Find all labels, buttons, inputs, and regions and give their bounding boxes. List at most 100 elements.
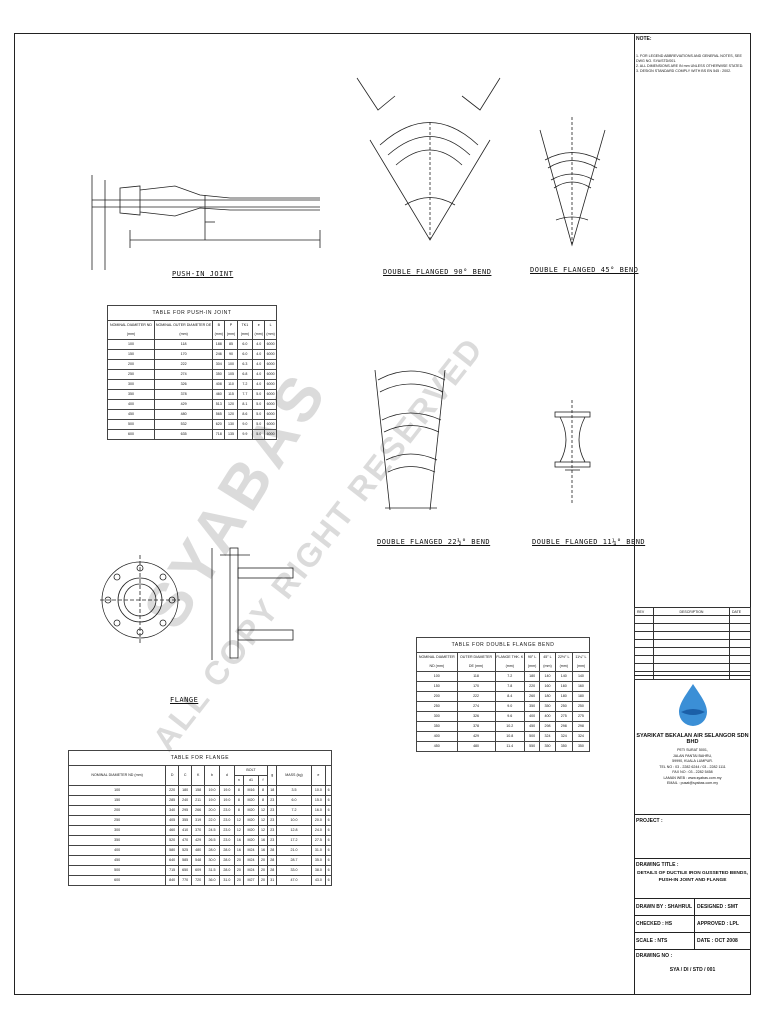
table-cell: 20.0 [204, 805, 220, 816]
title-block [634, 33, 751, 995]
table-cell: 7.2 [276, 805, 312, 816]
table-cell: 4.0 [252, 369, 266, 380]
notes-heading: NOTE: [636, 36, 652, 42]
table-cell: M20 [243, 825, 259, 836]
table-cell: 500 [107, 419, 155, 430]
table-cell: 6000 [264, 359, 277, 370]
table-cell: 28 [267, 865, 278, 876]
table-cell: 565 [212, 409, 226, 420]
table-cell: 240 [178, 795, 193, 806]
table-cell: 500 [67, 865, 167, 876]
table-cell: 250 [107, 369, 155, 380]
bend-90-drawing [356, 77, 501, 241]
column-header: 22½° L (mm) [554, 652, 573, 672]
table-cell: 150 [107, 349, 155, 360]
table-cell: 28.0 [218, 845, 235, 856]
column-header: D [165, 765, 180, 786]
table-cell: 31.0 [218, 875, 235, 886]
table-cell: 350 [571, 741, 591, 752]
table-cell: 160 [539, 681, 556, 692]
table-cell: 115 [224, 389, 238, 400]
table-cell: 4.0 [252, 379, 266, 390]
column-header: MASS (kg) [276, 765, 312, 786]
website[interactable]: LAMAN WEB : www.syabas.com.my [663, 775, 722, 780]
table-cell: 285 [165, 795, 180, 806]
table-cell: M24 [243, 845, 259, 856]
column-header: P (mm) [224, 320, 238, 340]
table-cell: 5.0 [252, 419, 266, 430]
table-cell: 10.0 [310, 785, 327, 796]
email[interactable]: EMAIL : pusat@syabas.com.my [666, 781, 719, 785]
table-cell: 20 [257, 865, 269, 876]
table-cell: 31.5 [204, 865, 220, 876]
table-cell: 6.0 [236, 349, 254, 360]
table-cell: 170 [153, 349, 214, 360]
table-cell: 8 [233, 795, 245, 806]
table-cell: 840 [165, 875, 180, 886]
project-label: PROJECT : [636, 818, 663, 824]
table-cell: 250 [571, 701, 591, 712]
push-in-joint-drawing [91, 175, 321, 270]
drawn-by: DRAWN BY : SHAHRUL [634, 899, 695, 915]
flange-section-view [211, 547, 294, 660]
table-cell: 16.0 [310, 805, 327, 816]
table-cell: 8 [257, 785, 269, 796]
description-header: DESCRIPTION [653, 607, 730, 616]
column-group-header: BOLT [233, 765, 269, 776]
table-cell: 12.8 [276, 825, 312, 836]
table-cell: 6.0 [276, 795, 312, 806]
note-item: 2. ALL DIMENSIONS ARE IN mm UNLESS OTHER… [636, 64, 744, 68]
caption-bend-11: DOUBLE FLANGED 11¼° BEND [532, 538, 646, 546]
notes-block: NOTE: 1. FOR LEGEND ABBREVIATIONS AND GE… [636, 36, 749, 74]
company-name: SYARIKAT BEKALAN AIR SELANGOR SDN BHD [636, 733, 749, 745]
table-cell: 110 [224, 379, 238, 390]
table-cell: 275 [571, 711, 591, 722]
column-header: g [267, 765, 278, 786]
table-cell: M20 [243, 815, 259, 826]
table-cell: 275 [554, 711, 573, 722]
table-cell: 400 [416, 731, 458, 742]
table-double-flange-bend: TABLE FOR DOUBLE FLANGE BEND NOMINAL DIA… [416, 637, 591, 752]
table-cell: 20 [233, 865, 245, 876]
address-line: PETI SURAT 5001, [677, 748, 708, 752]
table-cell: 8.4 [494, 691, 525, 702]
table-title: TABLE FOR FLANGE [68, 750, 332, 766]
column-header [325, 765, 332, 786]
table-cell: 520 [165, 835, 180, 846]
address-line: JALAN PANTAI BAHRU, [672, 753, 713, 758]
table-cell: 300 [67, 825, 167, 836]
table-cell: 378 [153, 389, 214, 400]
table-cell: 8 [233, 805, 245, 816]
table-cell: 429 [456, 731, 496, 742]
table-cell: M27 [243, 875, 259, 886]
table-cell: 350 [554, 741, 573, 752]
caption-bend-22: DOUBLE FLANGED 22½° BEND [377, 538, 491, 546]
table-cell: 43.0 [310, 875, 327, 886]
date: DATE : OCT 2008 [697, 938, 738, 944]
table-cell: M20 [243, 795, 259, 806]
table-cell: 120 [224, 399, 238, 410]
table-cell: 408 [212, 379, 226, 390]
table-cell: 429 [191, 835, 206, 846]
drawing-title-line: DETAILS OF DUCTILE IRON GUSSETED BENDS, [637, 871, 748, 876]
table-cell: 33.0 [276, 865, 312, 876]
table-cell: 19.0 [204, 795, 220, 806]
table-cell: 460 [165, 825, 180, 836]
column-header: TK1 (mm) [236, 320, 254, 340]
table-cell: 720 [191, 875, 206, 886]
table-cell: 19.0 [218, 785, 235, 796]
table-cell: 6000 [264, 389, 277, 400]
